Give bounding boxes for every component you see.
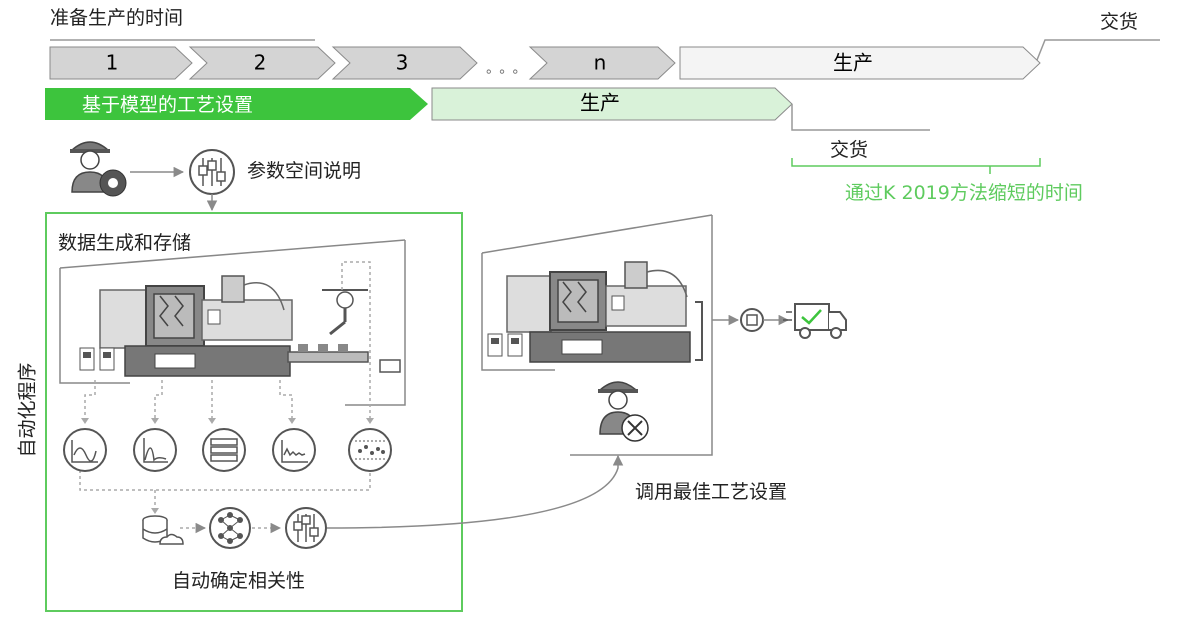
time-saved-bracket [791, 158, 1041, 174]
ellipsis-dots: ∘ ∘ ∘ [484, 64, 519, 80]
sensor-dotted-links [79, 380, 371, 510]
svg-text:生产: 生产 [833, 51, 873, 75]
step-chevron-2: 2 [188, 46, 336, 80]
svg-text:1: 1 [106, 51, 119, 75]
param-space-label: 参数空间说明 [247, 160, 362, 182]
delivery-mid-label: 交货 [830, 139, 869, 161]
svg-text:3: 3 [396, 51, 409, 75]
delivery-top-line [1036, 39, 1160, 61]
svg-text:2: 2 [254, 51, 267, 75]
production-chevron-mid: 生产 [431, 87, 793, 121]
prod-frame-top [481, 214, 713, 254]
auto-relevance-label: 自动确定相关性 [172, 570, 306, 592]
prod-frame-right [570, 215, 713, 456]
production-chevron-top: 生产 [679, 46, 1041, 80]
data-gen-label: 数据生成和存储 [58, 232, 192, 254]
model-setup-label: 基于模型的工艺设置 [82, 94, 254, 116]
injection-machine-right-icon [487, 261, 703, 363]
injection-machine-icon [79, 275, 293, 377]
automated-procedure-box [45, 212, 463, 612]
list-icon [202, 428, 246, 472]
robot-arm-icon [287, 289, 401, 373]
delivery-mid-line [791, 104, 930, 131]
chart-peak-icon [133, 428, 177, 472]
chart-noise-icon [272, 428, 316, 472]
prod-frame-left [481, 253, 555, 371]
time-saved-label: 通过K 2019方法缩短的时间 [845, 182, 1083, 204]
prep-time-label: 准备生产的时间 [50, 7, 184, 29]
datagen-frame-top [59, 239, 406, 269]
call-best-label: 调用最佳工艺设置 [635, 481, 788, 503]
step-chevron-n: n [528, 46, 676, 80]
step-chevron-3: 3 [331, 46, 478, 80]
sliders-icon [285, 507, 327, 549]
stop-icon [740, 308, 764, 332]
scatter-icon [348, 428, 392, 472]
chart-curve-icon [63, 428, 107, 472]
worker-gear-icon [70, 141, 127, 197]
datagen-frame-right [345, 240, 406, 406]
auto-process-label: 自动化程序 [16, 362, 39, 458]
delivery-top-label: 交货 [1100, 11, 1139, 33]
svg-text:生产: 生产 [580, 91, 620, 115]
worker-tools-icon [598, 381, 649, 442]
sensor-arrowheads [81, 418, 374, 514]
svg-text:n: n [594, 51, 607, 75]
parameter-sliders-icon [189, 149, 235, 195]
database-cloud-icon [142, 515, 184, 545]
neural-network-icon [209, 507, 251, 549]
robot-dotted-line [341, 261, 371, 420]
model-setup-bar [45, 88, 428, 120]
step-chevron-1: 1 [49, 46, 193, 80]
datagen-frame-left [59, 268, 130, 384]
truck-check-icon [783, 303, 847, 339]
arrow-to-call-best [326, 454, 624, 529]
